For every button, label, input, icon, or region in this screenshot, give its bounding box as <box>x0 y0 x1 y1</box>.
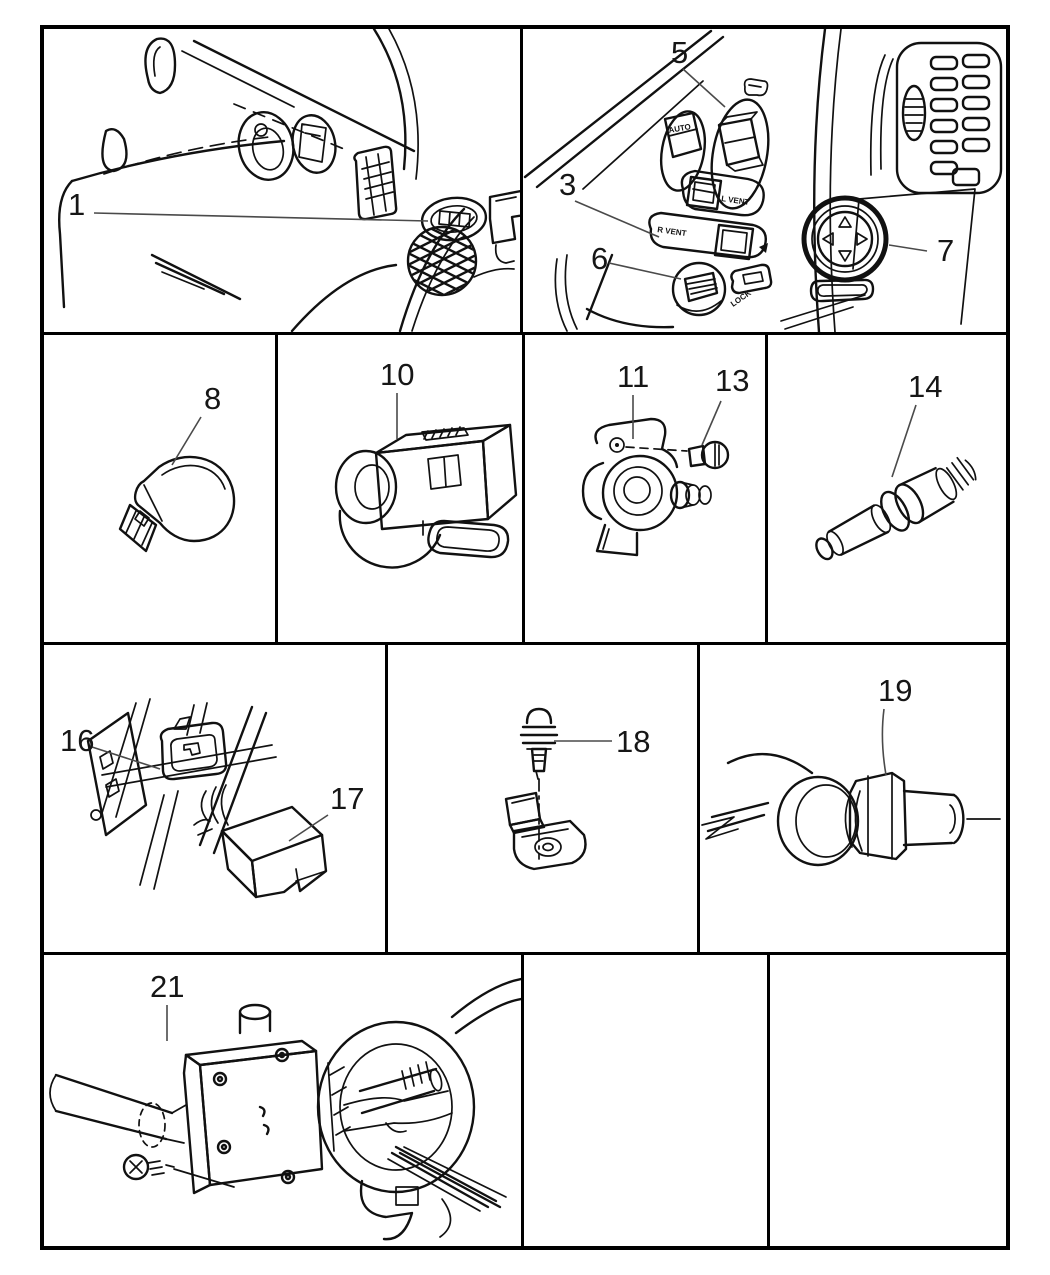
cell-parts-11-13: 11 13 <box>525 335 768 642</box>
leader-line-7 <box>888 244 928 252</box>
row-2: 8 <box>44 335 1006 645</box>
lock-switch <box>730 263 773 295</box>
part-1-illustration: 1 <box>58 29 520 332</box>
plunger-bracket-art <box>504 707 587 871</box>
cell-empty-1 <box>524 955 770 1246</box>
callout-18: 18 <box>616 724 650 759</box>
part-14-illustration: 14 <box>815 369 977 561</box>
parts-3-5-6-7-illustration: AUTO L VENT R VENT LOCK 5 3 6 7 <box>523 29 1003 332</box>
leader-line-17 <box>288 814 329 842</box>
label-r-vent: R VENT <box>657 225 687 238</box>
plunger-switch-art <box>581 417 730 557</box>
callout-8: 8 <box>204 381 221 416</box>
cylindrical-switch-art <box>815 456 977 561</box>
row-4: 21 <box>44 955 1006 1246</box>
switch-part-16 <box>159 716 228 781</box>
driver-window-switch <box>717 111 764 172</box>
cell-part-19: 19 <box>700 645 1006 952</box>
parts-11-13-illustration: 11 13 <box>581 359 749 557</box>
cell-part-8: 8 <box>44 335 278 642</box>
leader-line-16 <box>91 746 161 770</box>
cell-empty-2 <box>770 955 1006 1246</box>
door-trim-art <box>58 29 520 332</box>
leader-line-8 <box>171 416 202 466</box>
part-21-illustration: 21 <box>49 969 521 1241</box>
callout-1: 1 <box>68 187 85 222</box>
callout-16: 16 <box>60 723 94 758</box>
row-3: 16 17 <box>44 645 1006 955</box>
label-l-vent: L VENT <box>721 194 750 207</box>
diagram-grid: 1 <box>40 25 1010 1250</box>
leader-line-1 <box>93 212 429 222</box>
cell-parts-3-5-6-7: AUTO L VENT R VENT LOCK 5 3 6 7 <box>523 29 1006 332</box>
part-19-illustration: 19 <box>701 673 1001 867</box>
leader-line-3 <box>574 200 660 238</box>
multifunction-switch-art <box>49 977 521 1241</box>
cell-part-21: 21 <box>44 955 524 1246</box>
pressure-switch-art <box>701 752 1001 867</box>
switch-module-art <box>334 423 518 569</box>
left-vent-switch <box>680 169 765 217</box>
leader-line-13 <box>701 400 722 446</box>
part-8-illustration: 8 <box>118 381 236 553</box>
cell-part-18: 18 <box>388 645 700 952</box>
callout-17: 17 <box>330 781 364 816</box>
mounting-screw <box>122 1153 235 1188</box>
hvac-vent-grille <box>869 41 1003 195</box>
right-vent-switch <box>648 211 768 261</box>
callout-13: 13 <box>715 363 749 398</box>
cell-part-14: 14 <box>768 335 1006 642</box>
cell-parts-16-17: 16 17 <box>44 645 388 952</box>
callout-14: 14 <box>908 369 942 404</box>
leader-line-5 <box>682 68 726 108</box>
callout-5: 5 <box>671 35 688 70</box>
row-1: 1 <box>44 29 1006 335</box>
screw-part-13 <box>687 440 730 470</box>
clockspring <box>316 977 521 1241</box>
callout-21: 21 <box>150 969 184 1004</box>
parts-16-17-illustration: 16 17 <box>60 698 364 899</box>
callout-3: 3 <box>559 167 576 202</box>
callout-11: 11 <box>617 359 649 394</box>
callout-10: 10 <box>380 357 414 392</box>
callout-19: 19 <box>878 673 912 708</box>
callout-7: 7 <box>937 233 954 268</box>
leader-line-14 <box>891 404 917 478</box>
part-18-illustration: 18 <box>504 707 650 871</box>
leader-line-6 <box>608 262 682 280</box>
door-lock-switch <box>671 261 727 317</box>
bracket-switch-art <box>86 698 328 899</box>
mirror-control-switch <box>801 195 889 303</box>
part-10-illustration: 10 <box>334 357 518 569</box>
speaker-grille <box>406 225 478 297</box>
cell-part-10: 10 <box>278 335 525 642</box>
connector-part-17 <box>220 805 328 899</box>
cell-part-1: 1 <box>44 29 523 332</box>
switch-knob-art <box>118 455 236 553</box>
label-auto: AUTO <box>668 122 692 135</box>
callout-6: 6 <box>591 241 608 276</box>
door-switch-panel-art <box>523 29 1003 332</box>
auto-window-switch <box>663 111 703 159</box>
leader-line-19 <box>881 708 887 776</box>
